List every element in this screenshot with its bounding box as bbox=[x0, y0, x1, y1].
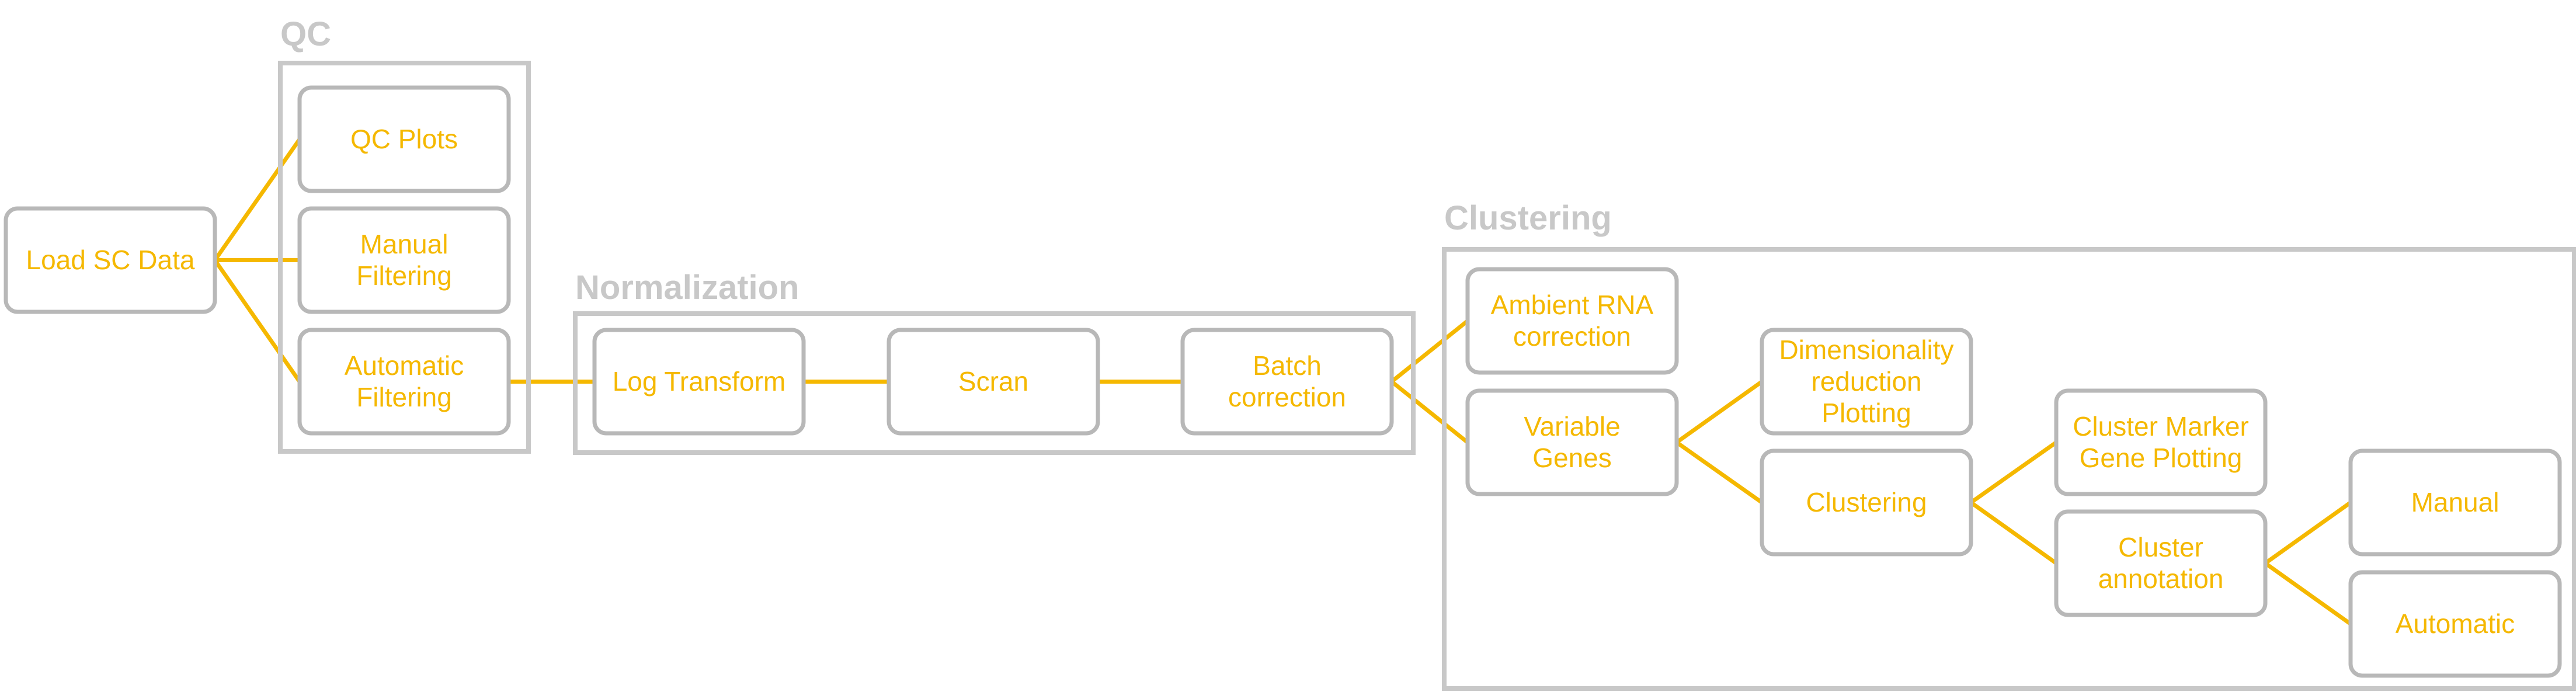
edge-load-to-automatic_filtering bbox=[213, 259, 301, 383]
node-qc-plots[interactable]: QC Plots bbox=[297, 85, 511, 193]
node-load[interactable]: Load SC Data bbox=[4, 206, 217, 314]
node-manual-label: Manual bbox=[2411, 487, 2499, 517]
edge-clustering_step-to-cluster_annotation bbox=[1969, 500, 2058, 565]
node-automatic[interactable]: Automatic bbox=[2348, 570, 2562, 678]
clustering-group-frame bbox=[1442, 247, 2576, 691]
node-scran[interactable]: Scran bbox=[887, 328, 1100, 436]
qc-group-frame bbox=[278, 61, 531, 454]
qc-group-title: QC bbox=[280, 15, 331, 53]
node-scran-label: Scran bbox=[958, 366, 1028, 397]
edge-cluster_annotation-to-automatic bbox=[2264, 561, 2352, 626]
node-clustering-label: Clustering bbox=[1806, 487, 1927, 517]
edge-batch_correction-to-ambient_rna bbox=[1390, 319, 1469, 384]
edge-variable_genes-to-dim_reduction bbox=[1675, 380, 1764, 444]
edge-batch_correction-to-variable_genes bbox=[1390, 380, 1469, 444]
clustering-group-title: Clustering bbox=[1444, 199, 1612, 237]
node-load-label: Load SC Data bbox=[26, 245, 195, 275]
node-log-transform[interactable]: Log Transform bbox=[592, 328, 806, 436]
edge-variable_genes-to-clustering_step bbox=[1675, 440, 1764, 505]
node-automatic-label: Automatic bbox=[2396, 608, 2515, 639]
normalization-group-frame bbox=[573, 311, 1416, 455]
edge-layer bbox=[213, 138, 2352, 626]
edge-cluster_annotation-to-manual bbox=[2264, 500, 2352, 565]
node-log-transform-label: Log Transform bbox=[613, 366, 786, 397]
node-clustering[interactable]: Clustering bbox=[1760, 448, 1973, 557]
edge-load-to-qc_plots bbox=[213, 138, 301, 262]
node-qc-plots-label: QC Plots bbox=[350, 124, 458, 154]
edge-clustering_step-to-cluster_marker bbox=[1969, 440, 2058, 505]
node-manual[interactable]: Manual bbox=[2348, 448, 2562, 557]
normalization-group-title: Normalization bbox=[575, 269, 799, 307]
